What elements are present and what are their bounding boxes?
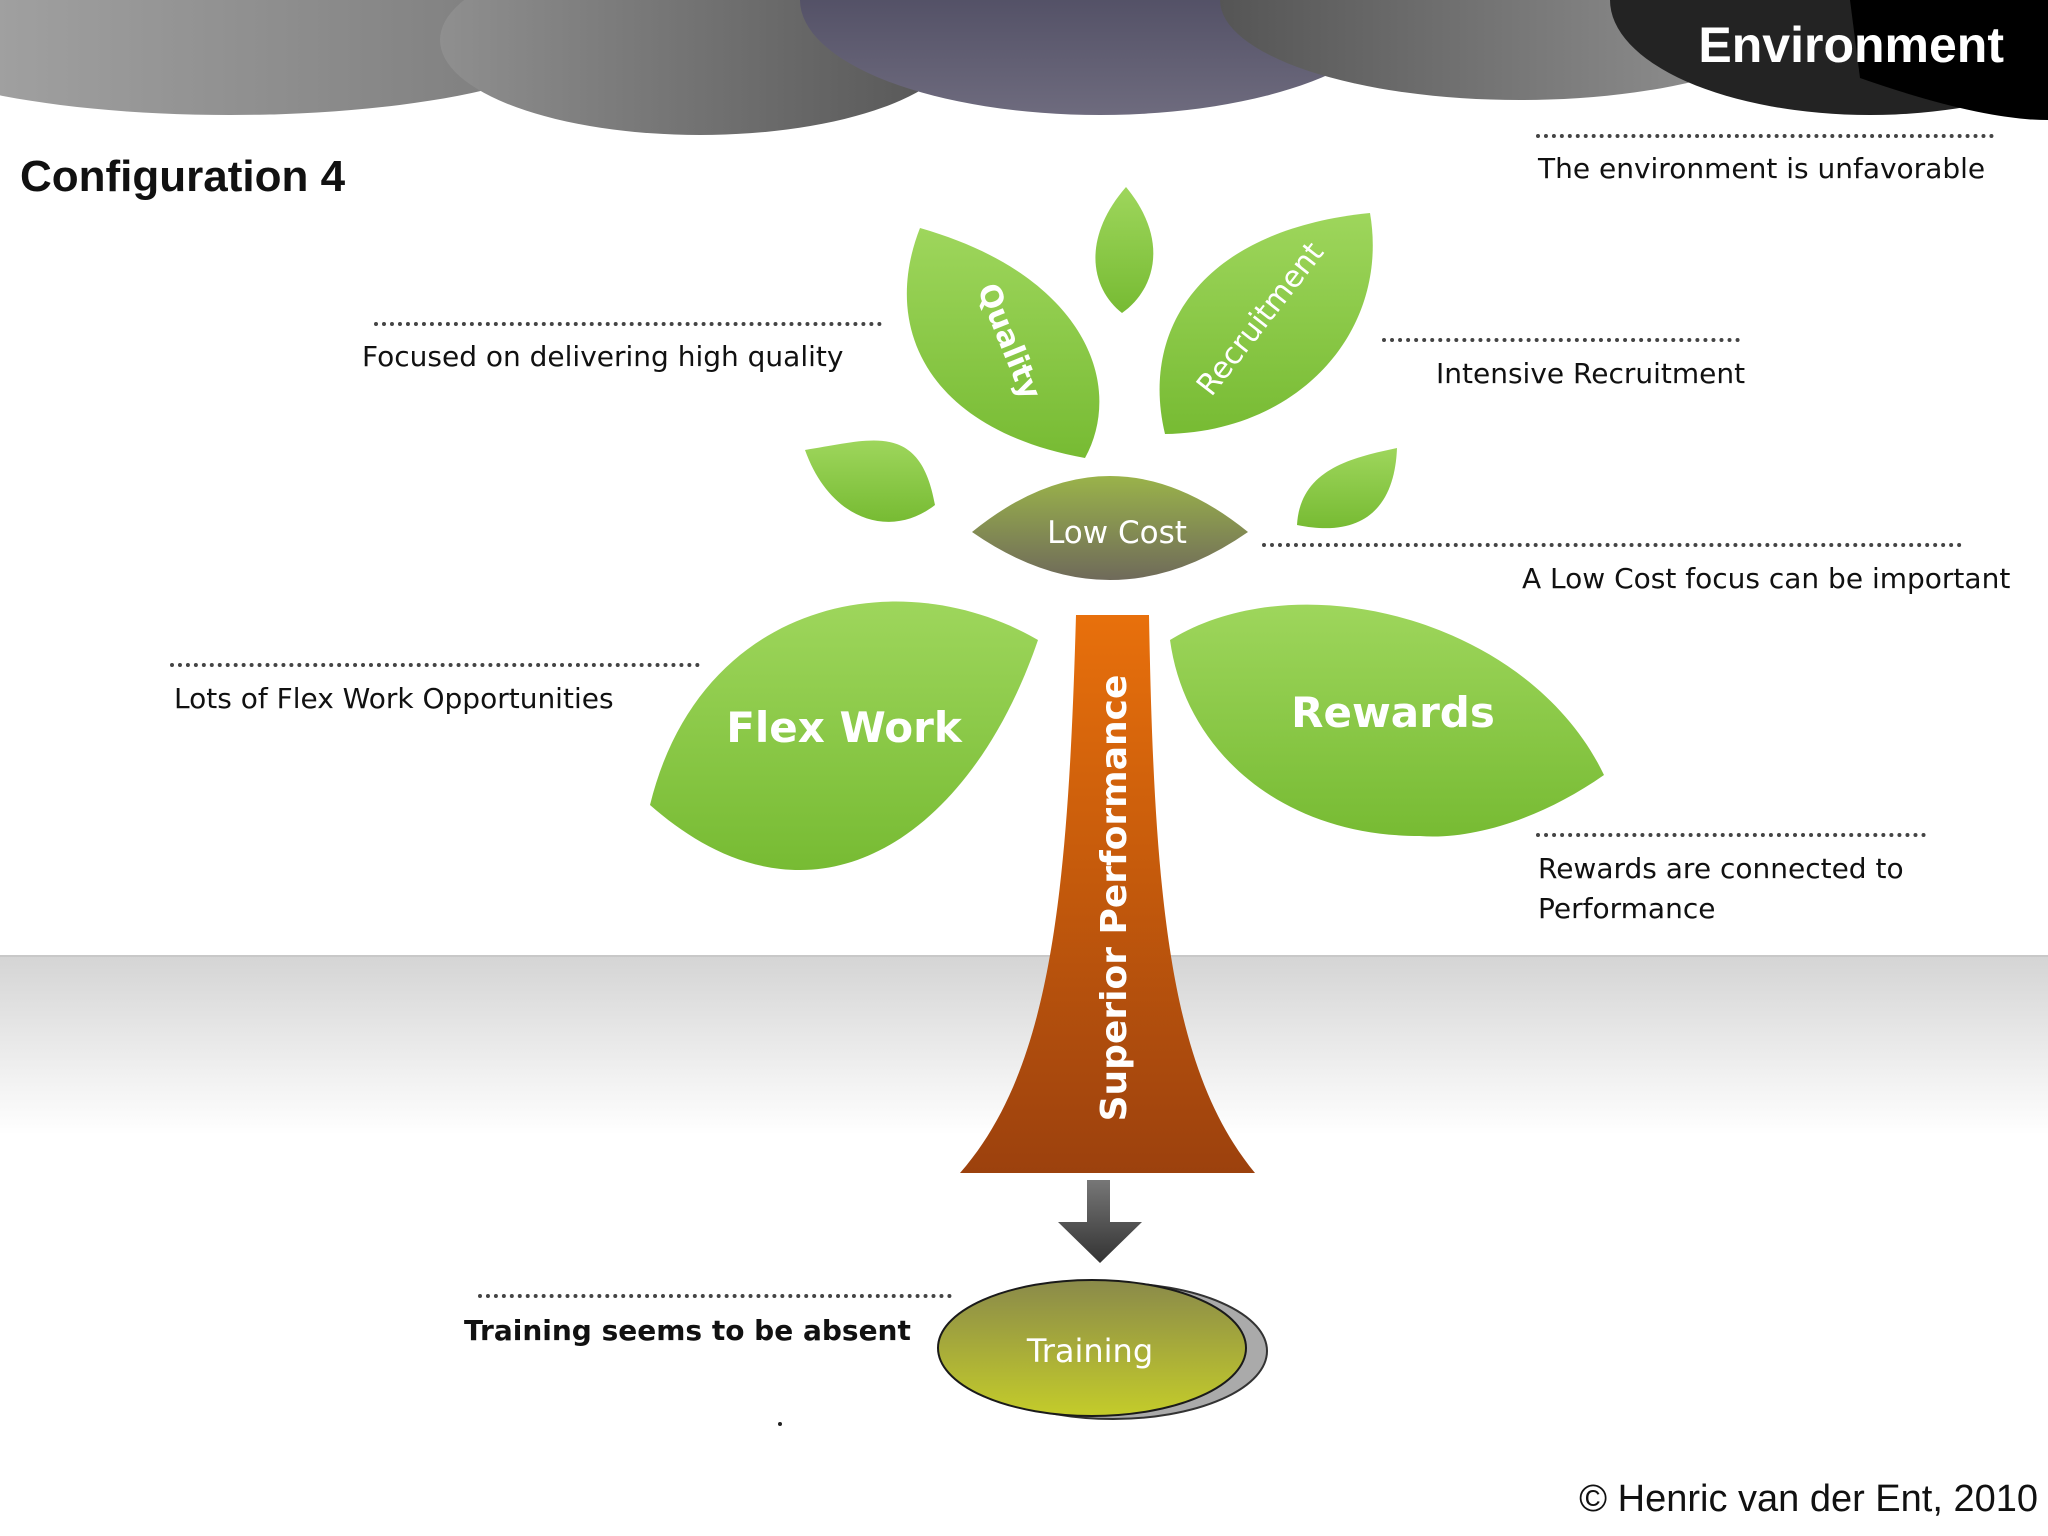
label-rewards: Rewards (1291, 688, 1495, 737)
page-title: Configuration 4 (20, 152, 346, 201)
leaf-recruitment (1159, 213, 1373, 434)
storm-clouds (0, 0, 2048, 135)
arrow-down-icon (1058, 1180, 1142, 1263)
copyright: © Henric van der Ent, 2010 (1579, 1478, 2038, 1520)
label-low-cost: Low Cost (1047, 515, 1187, 551)
label-training: Training (1026, 1332, 1153, 1370)
label-flex-work: Flex Work (726, 703, 963, 752)
dotted-rule-rewards (1536, 833, 1926, 837)
stray-dot (778, 1422, 782, 1426)
dotted-rule-recruitment (1382, 338, 1740, 342)
note-rewards-line1: Rewards are connected to (1538, 852, 1904, 885)
dotted-rule-low-cost (1262, 543, 1962, 547)
dotted-rule-training (478, 1294, 952, 1298)
leaf-low-cost (972, 476, 1248, 580)
training-root (937, 1279, 1247, 1417)
note-rewards-line2: Performance (1538, 892, 1716, 925)
leaf-rewards (1170, 604, 1604, 837)
leaf-quality (906, 228, 1100, 458)
trunk (960, 615, 1255, 1173)
note-flex-work: Lots of Flex Work Opportunities (174, 682, 614, 715)
note-training: Training seems to be absent (464, 1314, 911, 1347)
note-low-cost: A Low Cost focus can be important (1522, 562, 2011, 595)
leaf-flex-work (650, 601, 1038, 870)
dotted-rule-quality (374, 322, 882, 326)
leaf-top-small (1095, 187, 1154, 313)
note-quality: Focused on delivering high quality (362, 340, 844, 373)
label-superior-performance: Superior Performance (1094, 675, 1135, 1122)
dotted-rule-environment (1536, 134, 1994, 138)
environment-label: Environment (1698, 17, 2004, 73)
leaf-left-small (805, 440, 935, 522)
note-recruitment: Intensive Recruitment (1436, 357, 1746, 390)
leaf-right-small (1297, 448, 1397, 529)
note-environment: The environment is unfavorable (1538, 152, 1986, 185)
dotted-rule-flex-work (170, 663, 700, 667)
